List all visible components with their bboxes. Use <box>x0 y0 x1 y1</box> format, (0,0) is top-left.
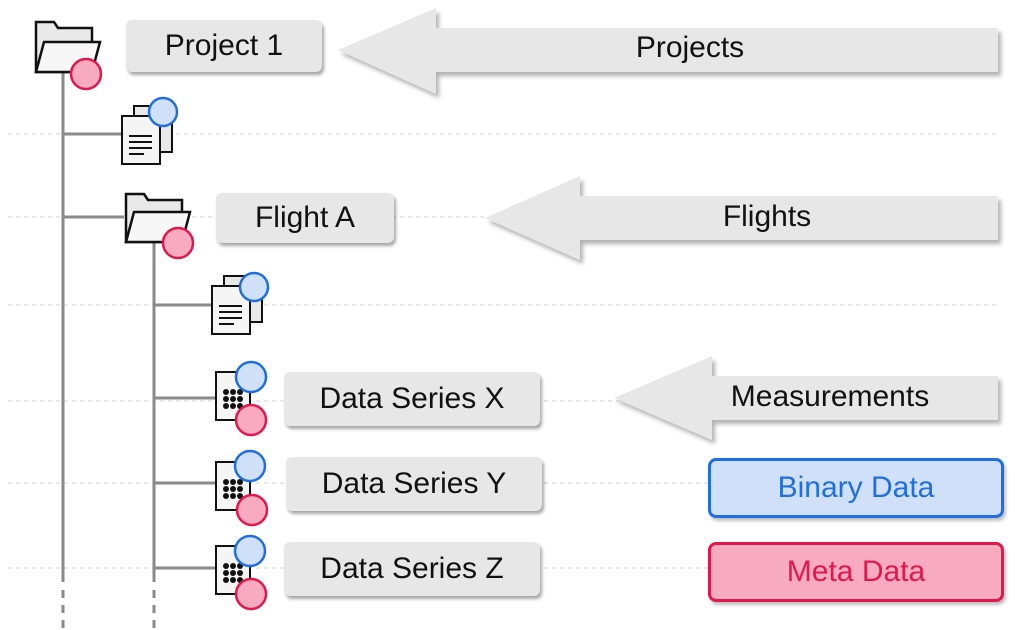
flights-arrow-label: Flights <box>722 200 812 233</box>
projects-arrow-label: Projects <box>635 31 745 64</box>
data-series-z-meta-icon <box>234 577 268 611</box>
meta-data-legend: Meta Data <box>708 542 1004 602</box>
project-binary-data-icon <box>147 96 179 128</box>
measurements-arrow-label: Measurements <box>730 380 930 413</box>
data-series-y-meta-icon <box>235 493 269 527</box>
data-series-x-meta-icon <box>234 403 268 437</box>
arrows <box>338 8 998 440</box>
data-series-y-binary-icon <box>233 449 267 483</box>
flight-binary-data-icon <box>238 271 270 303</box>
data-series-z-label: Data Series Z <box>284 542 540 596</box>
project-folder-icon <box>34 20 102 74</box>
data-series-y-label: Data Series Y <box>286 457 542 511</box>
flight-meta-data-icon <box>161 226 195 260</box>
binary-data-legend: Binary Data <box>708 458 1004 518</box>
data-series-z-binary-icon <box>233 534 267 568</box>
project-label: Project 1 <box>126 20 322 72</box>
project-meta-data-icon <box>69 57 103 91</box>
flights-arrow <box>485 176 998 260</box>
data-series-x-binary-icon <box>234 360 268 394</box>
data-series-x-label: Data Series X <box>284 372 540 426</box>
tree-lines <box>61 70 216 628</box>
measurements-arrow <box>614 356 998 440</box>
flight-label: Flight A <box>216 193 394 243</box>
projects-arrow <box>338 8 998 94</box>
